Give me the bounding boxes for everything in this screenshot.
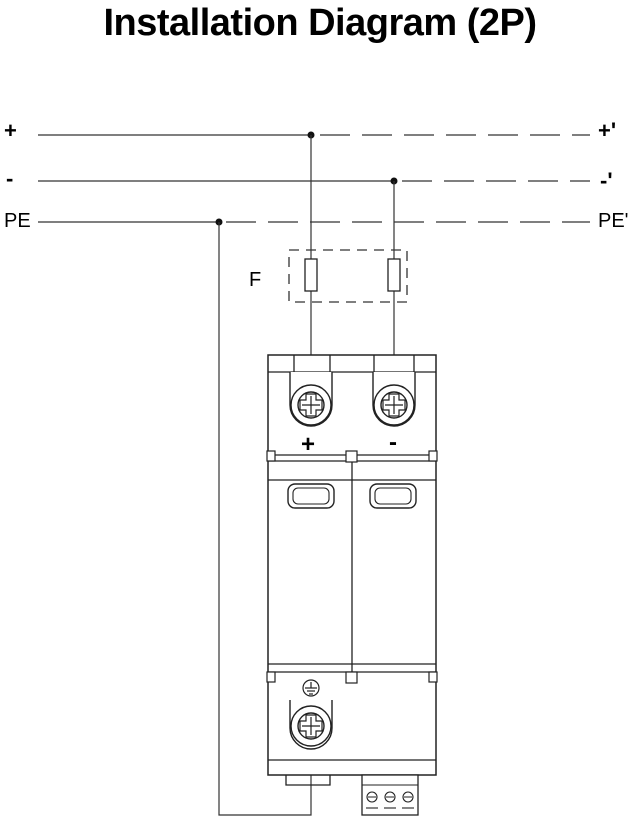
line-plus-out-label: +' xyxy=(598,118,616,143)
fuse-label: F xyxy=(249,269,261,291)
line-pe-out-label: PE' xyxy=(598,210,629,232)
line-pe-label: PE xyxy=(4,210,31,232)
pole-plus-label: + xyxy=(301,431,315,458)
terminal-minus-screw xyxy=(372,372,416,427)
fuse-minus xyxy=(387,258,401,292)
terminal-ground-screw xyxy=(289,700,333,750)
pole-minus-label: - xyxy=(389,429,397,456)
remote-signal-connector xyxy=(361,774,419,816)
fuse-plus xyxy=(304,258,318,292)
line-plus-label: + xyxy=(4,118,17,143)
terminal-plus-screw xyxy=(289,372,333,427)
line-minus-label: - xyxy=(6,166,13,191)
line-minus-out-label: -' xyxy=(600,168,613,193)
earth-ground-icon xyxy=(302,679,320,697)
fuse-box xyxy=(288,249,408,303)
page-title: Installation Diagram (2P) xyxy=(103,2,537,44)
